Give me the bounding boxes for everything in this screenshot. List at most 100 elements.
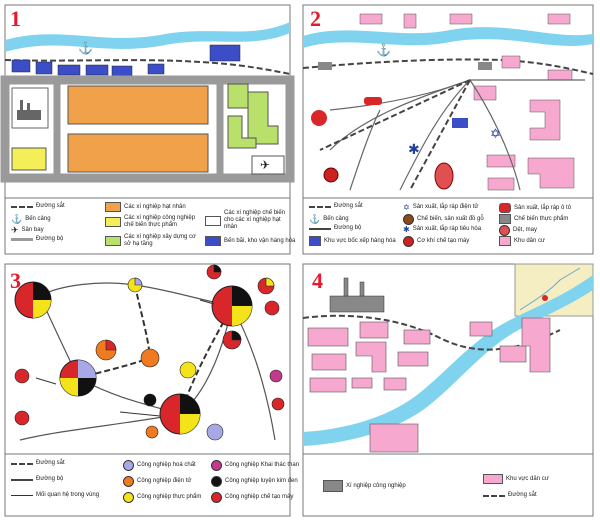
anchor-icon: ⚓: [11, 214, 23, 224]
panel-1: ⚓ ✈: [0, 4, 295, 199]
panel-4-number: 4: [312, 268, 323, 293]
chemical-dot: [123, 460, 134, 471]
location-marker: [542, 295, 548, 301]
legend-food-industry: Các xí nghiệp công nghiệp chế biến thực …: [124, 215, 196, 228]
legend-port: Bến cảng: [323, 216, 349, 222]
textile-icon: [499, 225, 510, 236]
river: [5, 22, 290, 52]
anchor-icon: ⚓: [309, 214, 321, 224]
legend-rail: Đường sắt: [36, 460, 65, 466]
legend-car: Sản xuất, lắp ráp ô tô: [514, 204, 572, 211]
legend-road: Đường bộ: [334, 225, 362, 231]
node-large-2: [59, 359, 97, 397]
legend-road: Đường bộ: [36, 236, 64, 242]
panel-2-number: 2: [310, 6, 321, 31]
legend-road: Đường bộ: [36, 476, 64, 482]
legend-consumer: Sản xuất, lắp ráp tiêu hóa: [412, 226, 482, 232]
legend-mining: Công nghiệp Khai thác than: [225, 462, 300, 468]
link-arrows: [35, 299, 215, 417]
legend-panel-4: Xí nghiệp công nghiệp Khu vực dân cư Đườ…: [303, 454, 593, 516]
mining-dot: [211, 460, 222, 471]
airport-box: [251, 155, 285, 175]
legend-residential: Khu vực dân cư: [506, 475, 549, 482]
star-icon: ✡: [490, 126, 501, 141]
textile-icon: [434, 162, 454, 190]
legend-rail: Đường sắt: [36, 203, 65, 209]
panel-3-number: 3: [10, 268, 21, 293]
railway: [4, 59, 291, 75]
legend-panel-3: Đường sắt Đường bộ Mối quan hệ trong vùn…: [5, 454, 299, 516]
crane-icon: [452, 118, 468, 128]
legend-light-industry: Các xí nghiệp hạt nhân: [124, 203, 186, 210]
plane-icon: ✈: [11, 225, 19, 235]
truck-icon: [478, 62, 492, 70]
legend-warehouse: Khu vực bốc xếp hàng hóa: [324, 237, 396, 244]
orange-zone-1: [67, 85, 209, 125]
blue-swatch: [205, 236, 221, 246]
legend-electronics: Công nghiệp điện tử: [137, 478, 192, 484]
legend-textile: Dệt, may: [513, 227, 538, 233]
legend-panel-1: Đường sắt ⚓Bến cảng ✈Sân bay Đường bộ Cá…: [5, 198, 295, 254]
legend-rail: Đường sắt: [334, 203, 363, 209]
legend-residential: Khu dân cư: [514, 237, 546, 244]
yellow-swatch: [105, 217, 121, 227]
legend-wood: Chế biến, sản xuất đồ gỗ: [417, 216, 484, 222]
snowflake-icon: ✱: [408, 141, 420, 157]
metallurgy-dot: [211, 476, 222, 487]
panel-3: [4, 263, 291, 455]
machinery-icon: [323, 167, 339, 183]
electronics-dot: [123, 476, 134, 487]
node-large-1: [14, 281, 52, 319]
railway: [302, 58, 594, 75]
machinery-icon: [403, 236, 414, 247]
food-icon: [499, 214, 511, 224]
panel-2: ⚓ ✱: [302, 4, 594, 199]
legend-processing: Các xí nghiệp chế biến cho các xí nghiệp…: [224, 210, 286, 230]
legend-warehouse: Bến bãi, kho vận hàng hóa: [224, 237, 296, 244]
orange-zone-2: [67, 133, 209, 173]
legend-factory: Xí nghiệp công nghiệp: [346, 482, 406, 489]
residential-blocks: [307, 317, 551, 453]
orange-swatch: [105, 202, 121, 212]
car-icon: [364, 97, 382, 105]
panel-1-number: 1: [10, 6, 21, 31]
legend-chemicals: Sản xuất, lắp ráp điện tử: [412, 204, 479, 210]
snowflake-icon: ✱: [403, 225, 410, 234]
legend-building-industry: Các xí nghiệp xây dựng cơ sở hạ tầng: [124, 234, 196, 247]
factory-swatch: [205, 215, 221, 226]
food-dot: [123, 492, 134, 503]
legend-machinery: Cơ khí chế tạo máy: [417, 238, 470, 244]
legend-food: Chế biến thực phẩm: [514, 215, 569, 222]
factory-icon: [17, 100, 41, 120]
legend-airport: Sân bay: [21, 227, 44, 233]
residential-blocks: [359, 13, 575, 191]
crane-swatch: [309, 236, 321, 246]
legend-chemical: Công nghiệp hoá chất: [137, 462, 196, 468]
machinery-dot: [211, 492, 222, 503]
railway-branches: [319, 79, 471, 191]
green-swatch: [105, 236, 121, 246]
yellow-zone: [11, 147, 47, 171]
port-icon: ⚓: [78, 41, 93, 55]
river: [303, 275, 593, 446]
port-icon: ⚓: [376, 43, 391, 57]
legend-link: Mối quan hệ trong vùng: [36, 492, 100, 498]
truck-icon: [318, 62, 332, 70]
factory-icon: [323, 480, 343, 492]
car-icon: [499, 203, 511, 213]
panel-4: [302, 263, 594, 455]
node-large-3: [159, 393, 201, 435]
residential-swatch: [499, 236, 511, 246]
industry-sun-icon: [311, 110, 327, 126]
residential-swatch: [483, 474, 503, 484]
node-small: [14, 264, 285, 441]
legend-metallurgy: Công nghiệp luyện kim đen: [225, 478, 298, 484]
river: [303, 27, 593, 48]
legend-port: Bến cảng: [25, 216, 51, 222]
star-icon: ✡: [403, 203, 410, 212]
green-zone-3: [227, 115, 257, 149]
legend-road: Đường sắt: [508, 492, 537, 498]
legend-panel-2: Đường sắt ⚓Bến cảng Đường bộ Khu vực bốc…: [303, 198, 593, 254]
roads: [329, 79, 585, 191]
factory-icon: [329, 277, 385, 313]
